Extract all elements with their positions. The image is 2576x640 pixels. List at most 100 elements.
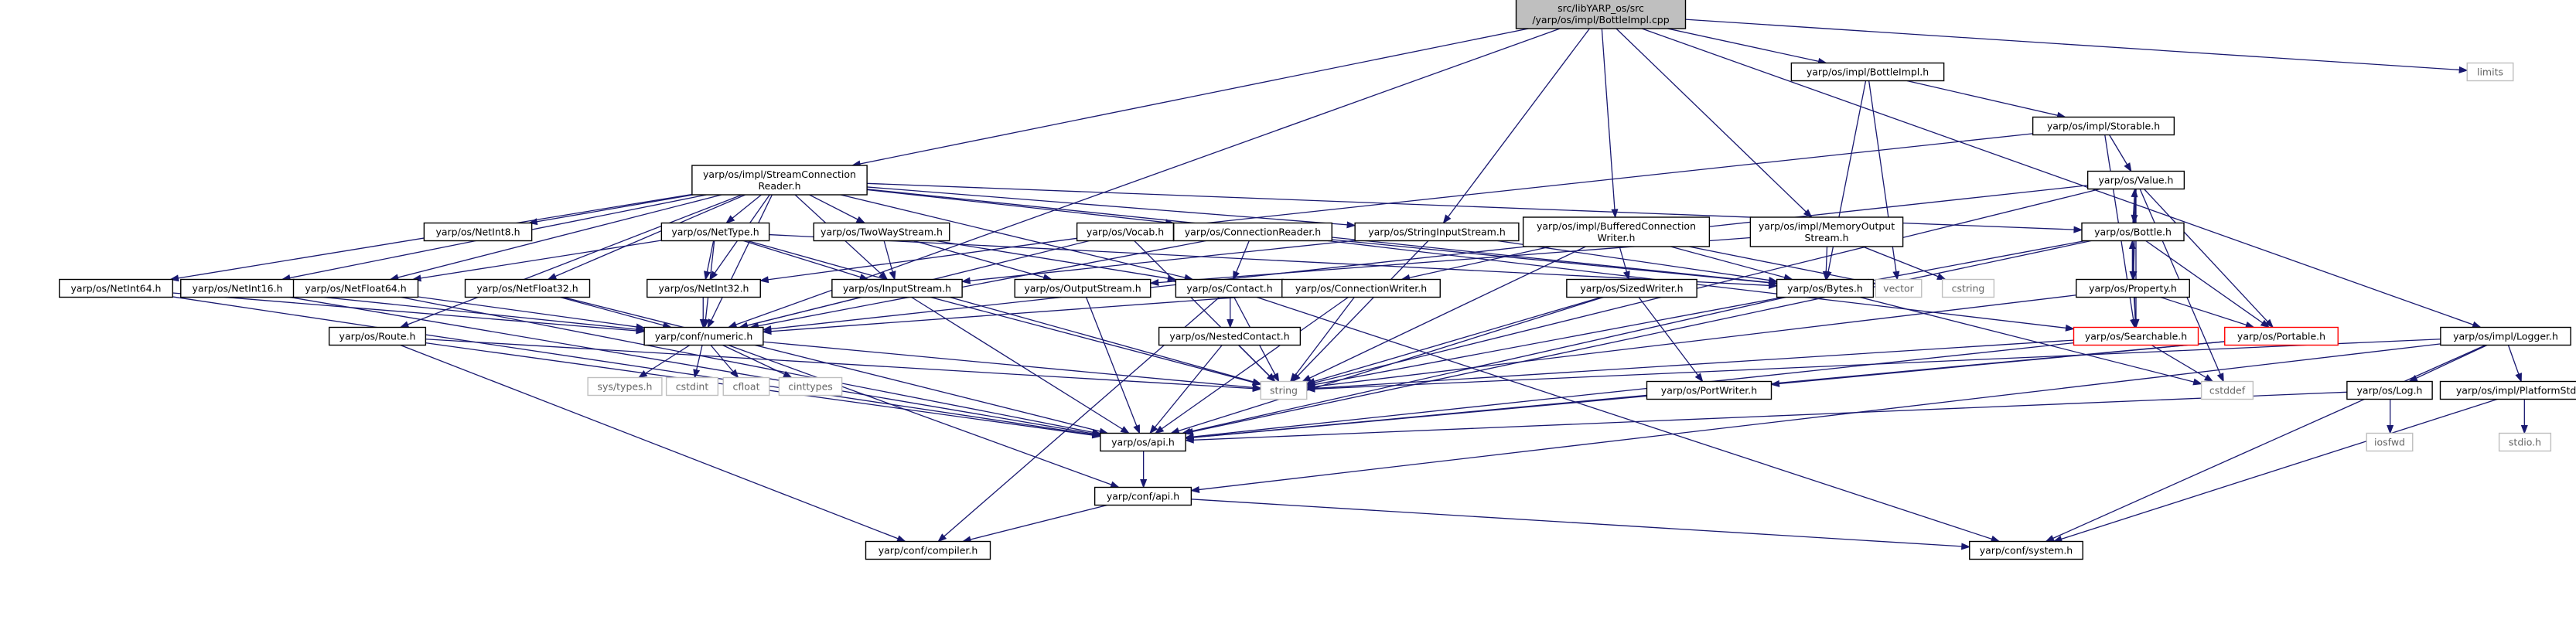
- node-vocab[interactable]: yarp/os/Vocab.h: [1076, 222, 1175, 242]
- node-sizedwriter[interactable]: yarp/os/SizedWriter.h: [1566, 278, 1697, 298]
- arrowhead: [1289, 373, 1298, 383]
- node-label: yarp/os/impl/Logger.h: [2453, 331, 2558, 342]
- node-systypes: sys/types.h: [587, 376, 663, 397]
- node-route[interactable]: yarp/os/Route.h: [328, 326, 427, 346]
- node-storable[interactable]: yarp/os/impl/Storable.h: [2032, 116, 2175, 136]
- node-label: cstddef: [2209, 385, 2246, 397]
- arrowhead: [960, 277, 971, 284]
- edge-logger-to-string: [1305, 339, 2441, 393]
- arrowhead: [1611, 209, 1619, 219]
- node-cinttypes: cinttypes: [778, 376, 843, 397]
- node-box: [2439, 380, 2576, 400]
- node-connreader[interactable]: yarp/os/ConnectionReader.h: [1173, 222, 1332, 242]
- arrowhead: [1251, 379, 1262, 386]
- node-box: [660, 222, 770, 242]
- node-logger[interactable]: yarp/os/impl/Logger.h: [2440, 326, 2571, 346]
- node-numeric[interactable]: yarp/conf/numeric.h: [643, 326, 764, 346]
- node-value[interactable]: yarp/os/Value.h: [2086, 170, 2185, 190]
- node-netint8[interactable]: yarp/os/NetInt8.h: [423, 222, 533, 242]
- node-box: [2081, 222, 2185, 242]
- edge-connreader-to-searchable: [1327, 240, 2075, 332]
- node-portable[interactable]: yarp/os/Portable.h: [2224, 326, 2339, 346]
- node-label: vector: [1883, 283, 1915, 294]
- node-nestedcontact[interactable]: yarp/os/NestedContact.h: [1158, 326, 1302, 346]
- edge-logger-to-confapi: [1189, 343, 2441, 493]
- node-netint16[interactable]: yarp/os/NetInt16.h: [180, 278, 295, 298]
- node-bottle[interactable]: yarp/os/Bottle.h: [2081, 222, 2185, 242]
- node-system[interactable]: yarp/conf/system.h: [1969, 540, 2083, 560]
- edge-property-to-searchable: [2131, 297, 2139, 329]
- edge-root-to-mos: [1616, 28, 1813, 218]
- node-box: [1646, 380, 1772, 400]
- node-log[interactable]: yarp/os/Log.h: [2346, 380, 2433, 400]
- node-box: [1158, 326, 1302, 346]
- edge-mos-to-cstring: [1862, 246, 1947, 281]
- node-box: [2200, 380, 2254, 400]
- node-osapi[interactable]: yarp/os/api.h: [1100, 432, 1186, 452]
- arrowhead: [1305, 377, 1316, 385]
- node-box: [813, 222, 950, 242]
- node-contact[interactable]: yarp/os/Contact.h: [1175, 278, 1285, 298]
- node-netfloat32[interactable]: yarp/os/NetFloat32.h: [464, 278, 591, 298]
- edge-netfloat64-to-osapi: [401, 296, 1102, 436]
- edge-contact-to-nestedcontact: [1227, 297, 1234, 329]
- arrowhead: [2520, 425, 2528, 434]
- arrowhead: [2260, 319, 2271, 329]
- node-label: cfloat: [733, 381, 760, 393]
- node-label: yarp/conf/system.h: [1980, 545, 2073, 557]
- arrowhead: [2045, 535, 2056, 543]
- node-netint64[interactable]: yarp/os/NetInt64.h: [59, 278, 173, 298]
- node-box: [59, 278, 173, 298]
- arrowhead: [399, 321, 410, 329]
- edge-connreader-to-contact: [1233, 240, 1250, 281]
- arrowhead: [2216, 373, 2224, 383]
- edge-sizedwriter-to-portwriter: [1638, 297, 1704, 383]
- edge-netfloat64-to-numeric: [418, 296, 646, 331]
- node-compiler[interactable]: yarp/conf/compiler.h: [865, 540, 991, 560]
- edge-log-to-osapi: [1184, 391, 2347, 444]
- node-strin[interactable]: yarp/os/StringInputStream.h: [1354, 222, 1520, 242]
- arrowhead: [1266, 373, 1276, 383]
- edge-mos-to-bytes: [1822, 246, 1830, 281]
- edge-confapi-to-compiler: [961, 504, 1107, 543]
- edge-numeric-to-systypes: [637, 344, 691, 379]
- node-connwriter[interactable]: yarp/os/ConnectionWriter.h: [1281, 278, 1441, 298]
- node-inputstream[interactable]: yarp/os/InputStream.h: [831, 278, 963, 298]
- edge-storable-to-value: [2109, 134, 2132, 172]
- node-box: [2346, 380, 2433, 400]
- node-box: [1566, 278, 1697, 298]
- node-label: iosfwd: [2374, 437, 2405, 448]
- edge-bytes-to-cstddef: [1859, 296, 2202, 386]
- node-stdio: stdio.h: [2498, 432, 2552, 452]
- arrowhead: [1623, 271, 1630, 281]
- node-bimpl[interactable]: yarp/os/impl/BottleImpl.h: [1790, 62, 1945, 82]
- edge-connwriter-to-numeric: [762, 293, 1282, 335]
- edge-value-to-portable: [2144, 189, 2274, 329]
- edge-twoway-to-inputstream: [883, 240, 896, 281]
- node-netfloat64[interactable]: yarp/os/NetFloat64.h: [292, 278, 419, 298]
- edge-numeric-to-cfloat: [710, 345, 739, 379]
- node-box: [2073, 326, 2199, 346]
- arrowhead: [637, 370, 648, 379]
- node-box: [1100, 432, 1186, 452]
- edge-scr-to-numeric: [707, 194, 773, 329]
- node-nettype[interactable]: yarp/os/NetType.h: [660, 222, 770, 242]
- node-label: yarp/os/ConnectionReader.h: [1185, 226, 1321, 238]
- node-netint32[interactable]: yarp/os/NetInt32.h: [647, 278, 761, 298]
- node-property[interactable]: yarp/os/Property.h: [2076, 278, 2190, 298]
- node-portwriter[interactable]: yarp/os/PortWriter.h: [1646, 380, 1772, 400]
- arrowhead: [1271, 373, 1280, 383]
- node-label: yarp/os/NetInt64.h: [71, 283, 162, 294]
- node-outputstream[interactable]: yarp/os/OutputStream.h: [1014, 278, 1152, 298]
- node-twoway[interactable]: yarp/os/TwoWayStream.h: [813, 222, 950, 242]
- node-box: [643, 326, 764, 346]
- node-searchable[interactable]: yarp/os/Searchable.h: [2073, 326, 2199, 346]
- node-bytes[interactable]: yarp/os/Bytes.h: [1776, 278, 1875, 298]
- node-confapi[interactable]: yarp/conf/api.h: [1094, 486, 1192, 506]
